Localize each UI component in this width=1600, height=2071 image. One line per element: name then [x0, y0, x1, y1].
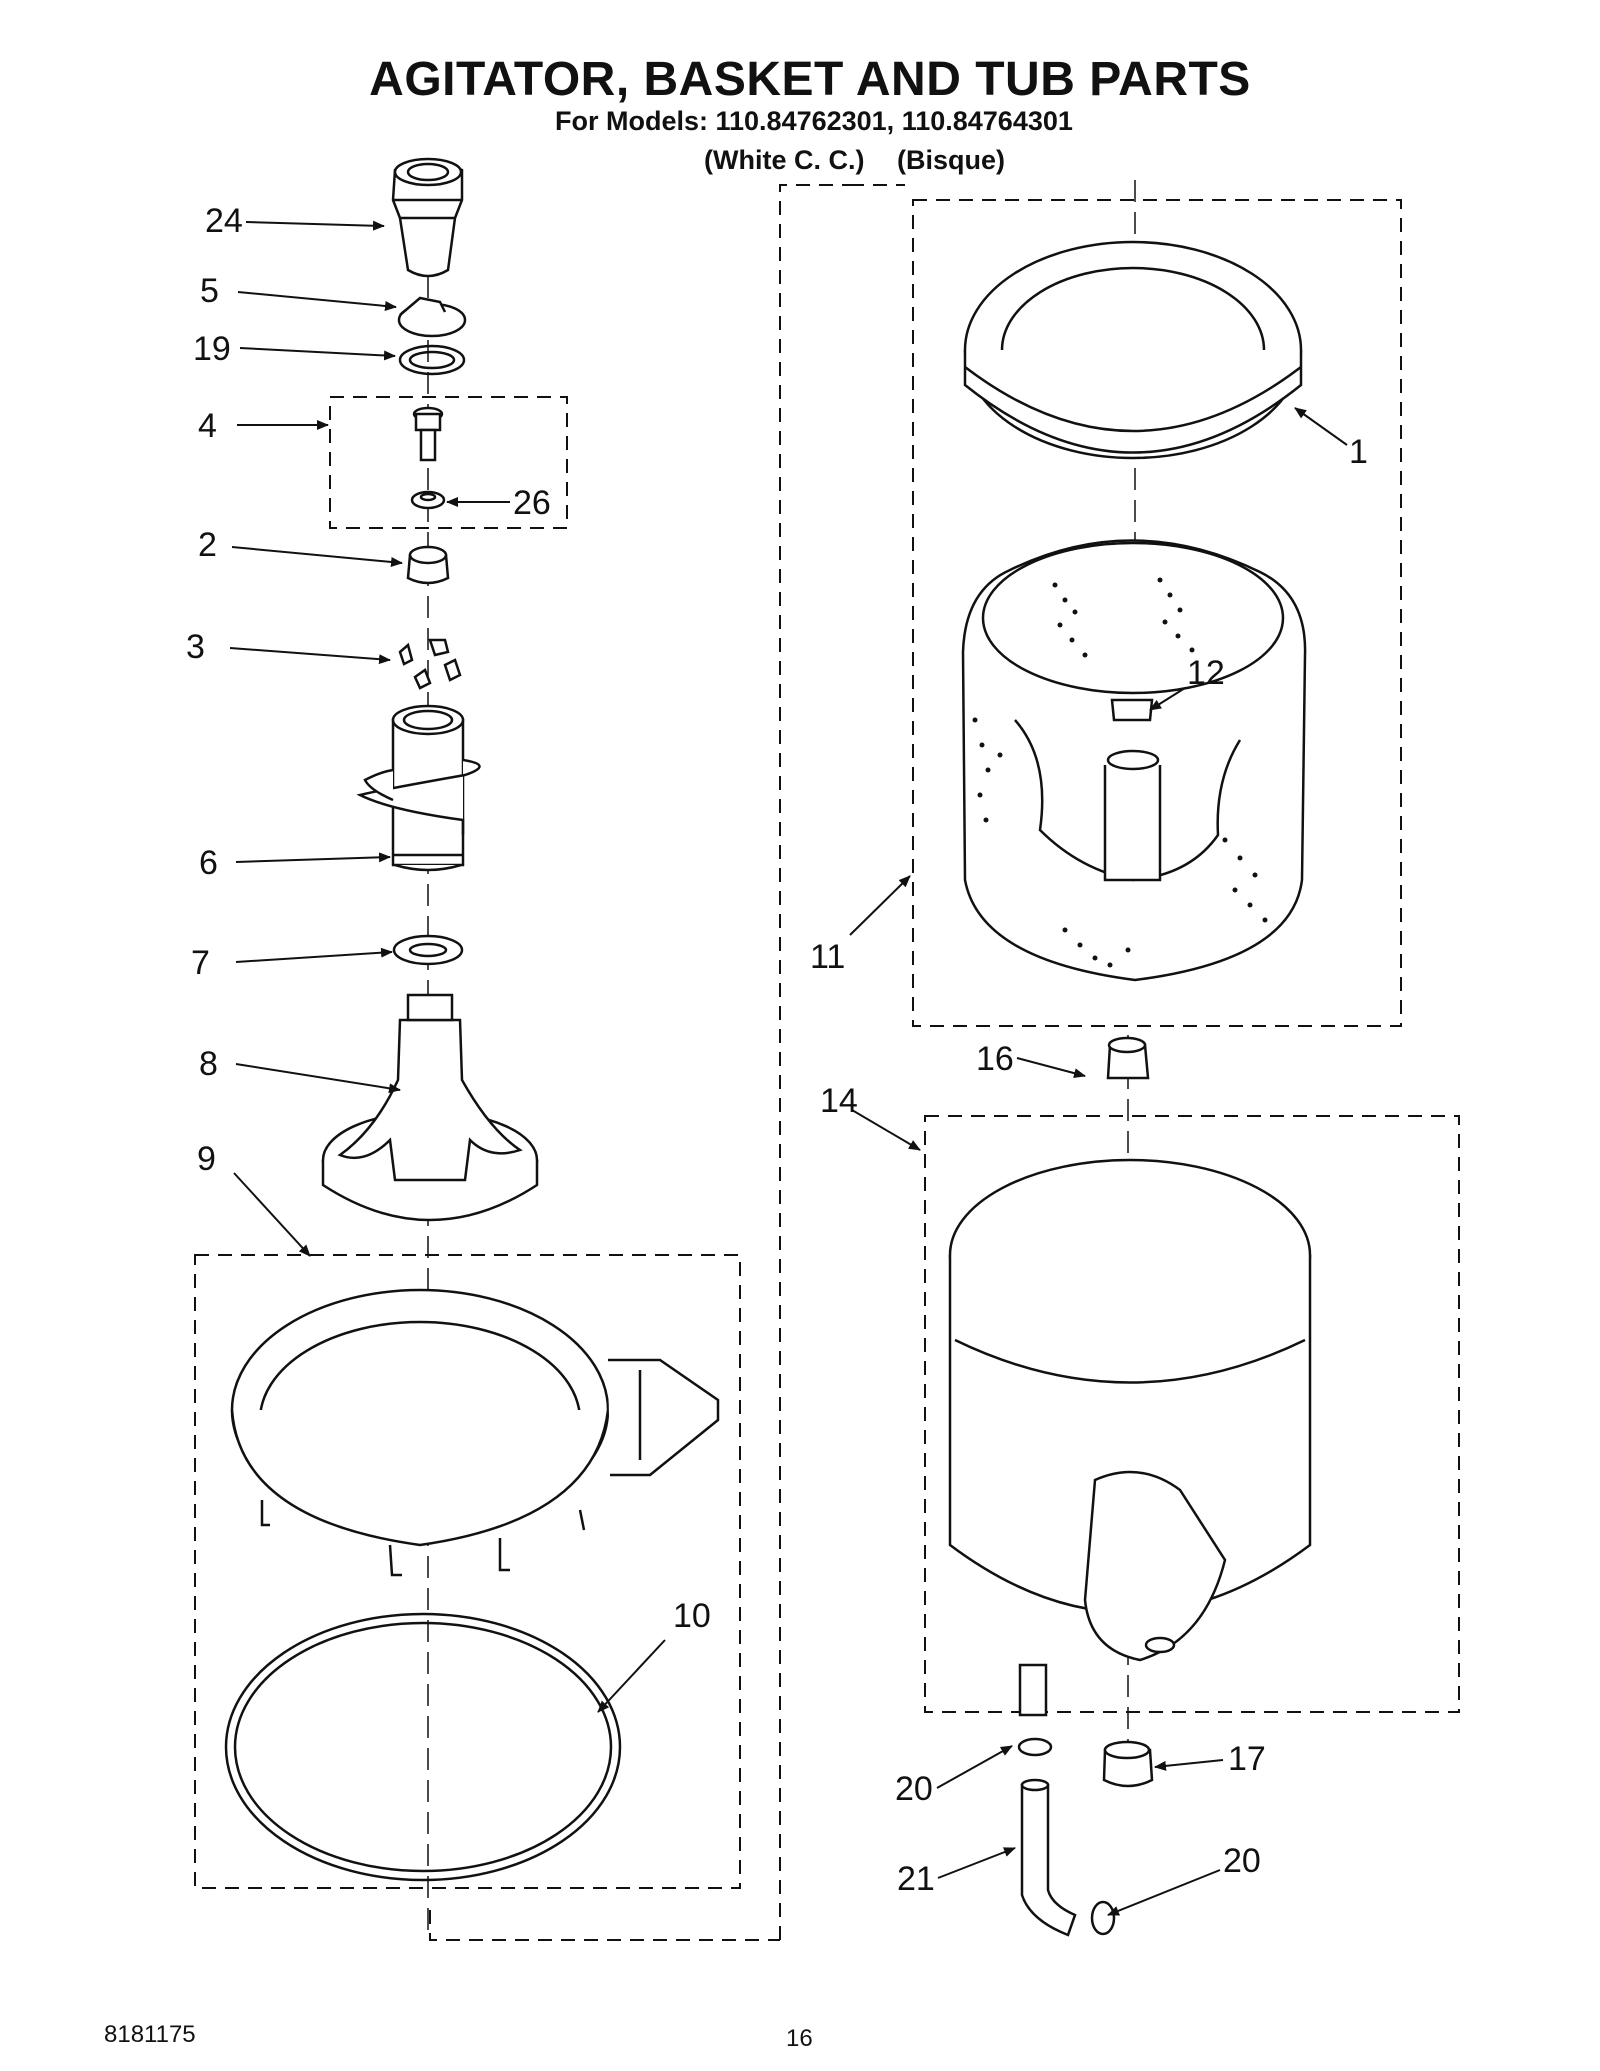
- doc-number: 8181175: [104, 2021, 196, 2048]
- group-box-9: [194, 1254, 741, 1889]
- part-19-ring: [398, 344, 466, 376]
- part-14-tub: [948, 1158, 1312, 1717]
- part-2-nut: [406, 545, 450, 585]
- part-4-bolt: [412, 406, 444, 462]
- callout-16: 16: [976, 1040, 1014, 1078]
- part-24-cap: [391, 157, 464, 278]
- page-number: 16: [786, 2025, 813, 2052]
- group-box-14: [924, 1115, 1460, 1713]
- callout-1: 1: [1349, 433, 1368, 471]
- callout-3: 3: [186, 628, 205, 666]
- callout-11: 11: [810, 938, 845, 976]
- group-box-4: [329, 396, 568, 529]
- bracket-line: [779, 184, 850, 1940]
- part-1-balance-ring: [963, 240, 1303, 460]
- callout-9: 9: [197, 1140, 216, 1178]
- part-9-ring: [230, 1288, 720, 1577]
- part-5-cam: [397, 296, 467, 338]
- callout-20-bottom: 20: [1223, 1842, 1261, 1880]
- callout-4: 4: [198, 407, 217, 445]
- part-6-auger: [356, 704, 481, 872]
- part-11-basket: [961, 539, 1307, 982]
- variant-white: (White C. C.): [704, 145, 865, 175]
- callout-26: 26: [513, 484, 551, 522]
- part-8-drive-block: [321, 993, 539, 1222]
- basket-perforations: [972, 577, 1268, 968]
- callout-19: 19: [193, 330, 231, 368]
- callout-24: 24: [205, 202, 243, 240]
- callout-7: 7: [191, 944, 210, 982]
- part-26-washer: [410, 490, 446, 510]
- part-20-clamp-top: [1017, 1737, 1053, 1757]
- part-10-ring: [224, 1612, 622, 1882]
- models-line: For Models: 110.84762301, 110.84764301: [555, 106, 1073, 136]
- page-title: AGITATOR, BASKET AND TUB PARTS: [369, 53, 1251, 106]
- callout-2: 2: [198, 526, 217, 564]
- callout-5: 5: [200, 272, 219, 310]
- group-box-11: [912, 199, 1402, 1027]
- callout-12: 12: [1187, 654, 1225, 692]
- dashed-group-lines: [194, 180, 1460, 1941]
- callout-14: 14: [820, 1082, 858, 1120]
- part-7-seal: [392, 934, 464, 966]
- callout-10: 10: [673, 1597, 711, 1635]
- part-16-bearing: [1106, 1036, 1150, 1080]
- callout-21: 21: [897, 1860, 935, 1898]
- variant-bisque: (Bisque): [897, 145, 1005, 175]
- callout-6: 6: [199, 844, 218, 882]
- callout-20-top: 20: [895, 1770, 933, 1808]
- part-20-clamp-bottom: [1090, 1900, 1116, 1936]
- part-17-cap: [1102, 1740, 1154, 1788]
- callout-17: 17: [1228, 1740, 1266, 1778]
- part-3-dogs: [398, 638, 462, 690]
- part-21-hose: [1020, 1778, 1077, 1937]
- callout-8: 8: [199, 1045, 218, 1083]
